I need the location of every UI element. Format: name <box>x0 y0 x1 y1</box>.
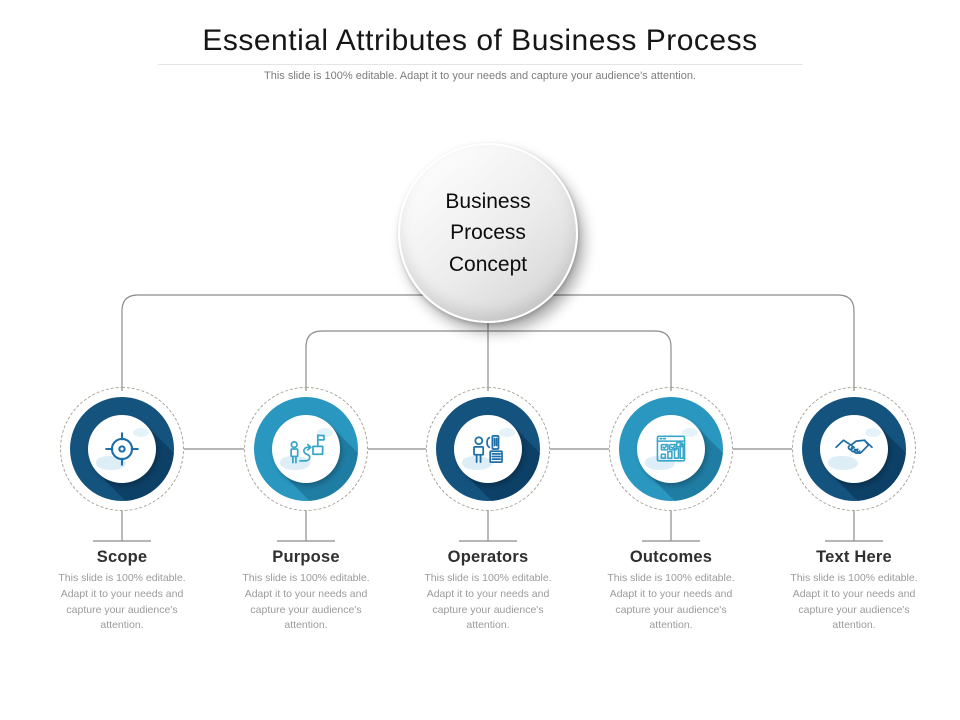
target-icon <box>104 431 139 466</box>
report-chart-icon <box>656 435 685 462</box>
handshake-icon <box>834 438 873 454</box>
title-divider <box>158 64 803 65</box>
center-node-label: Business Process Concept <box>445 189 531 276</box>
node-circle <box>609 387 733 511</box>
node-description: This slide is 100% editable. Adapt it to… <box>424 572 552 632</box>
node-text-here: Text Here This slide is 100% editable. A… <box>779 387 929 647</box>
icon-badge <box>87 414 156 483</box>
node-title: Scope <box>96 548 148 566</box>
page-title: Essential Attributes of Business Process <box>202 24 758 57</box>
node-purpose: Purpose This slide is 100% editable. Ada… <box>231 387 381 647</box>
node-operators: Operators This slide is 100% editable. A… <box>413 387 563 647</box>
node-description: This slide is 100% editable. Adapt it to… <box>790 572 918 632</box>
node-circle <box>244 387 368 511</box>
node-circle <box>792 387 916 511</box>
node-outcomes: Outcomes This slide is 100% editable. Ad… <box>596 387 746 647</box>
node-title: Outcomes <box>629 548 713 566</box>
node-title: Purpose <box>272 548 340 566</box>
node-circle <box>426 387 550 511</box>
slide-subtitle: This slide is 100% editable. Adapt it to… <box>264 70 696 82</box>
icon-badge <box>453 414 522 483</box>
node-circle <box>60 387 184 511</box>
icon-badge <box>819 414 888 483</box>
icon-badge <box>636 414 705 483</box>
node-description: This slide is 100% editable. Adapt it to… <box>607 572 735 632</box>
node-title: Operators <box>447 548 529 566</box>
node-scope: Scope This slide is 100% editable. Adapt… <box>47 387 197 647</box>
node-description: This slide is 100% editable. Adapt it to… <box>242 572 370 632</box>
icon-badge <box>271 414 340 483</box>
node-description: This slide is 100% editable. Adapt it to… <box>58 572 186 632</box>
call-operator-icon <box>472 434 503 463</box>
goal-path-icon <box>289 433 325 463</box>
node-title: Text Here <box>816 548 892 566</box>
center-node-business-process-concept: Business Process Concept <box>398 143 578 323</box>
